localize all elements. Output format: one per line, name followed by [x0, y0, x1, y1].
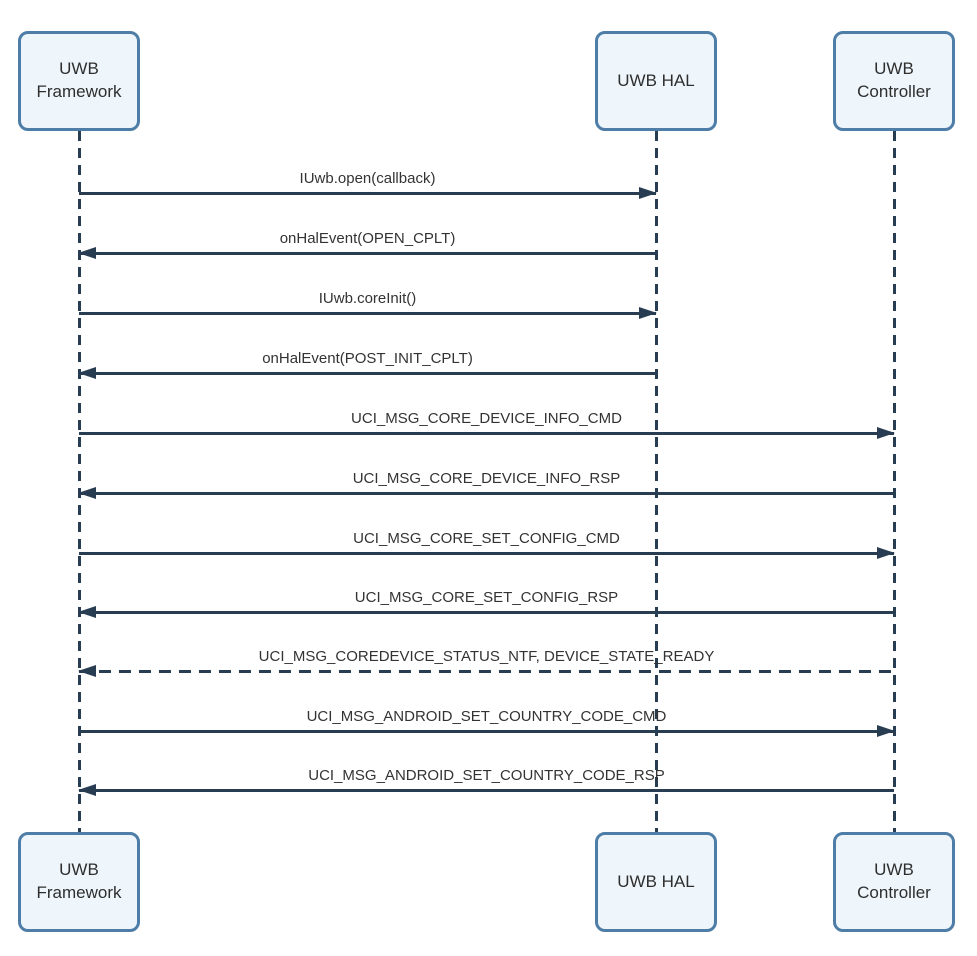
arrowhead-left-icon — [78, 367, 96, 379]
arrowhead-left-icon — [78, 606, 96, 618]
actor-box-bottom-uwb-hal: UWB HAL — [595, 832, 717, 932]
actor-box-bottom-uwb-controller: UWB Controller — [833, 832, 955, 932]
message-label: UCI_MSG_ANDROID_SET_COUNTRY_CODE_RSP — [308, 767, 665, 784]
message-4: onHalEvent(POST_INIT_CPLT) — [78, 350, 656, 379]
message-line — [79, 670, 894, 673]
message-line — [79, 372, 656, 375]
message-label: onHalEvent(POST_INIT_CPLT) — [262, 350, 473, 367]
message-label: UCI_MSG_CORE_SET_CONFIG_CMD — [353, 530, 620, 547]
message-line — [79, 552, 894, 555]
message-10: UCI_MSG_ANDROID_SET_COUNTRY_CODE_CMD — [79, 708, 895, 737]
actor-box-bottom-uwb-framework: UWB Framework — [18, 832, 140, 932]
message-5: UCI_MSG_CORE_DEVICE_INFO_CMD — [79, 410, 895, 439]
message-line — [79, 192, 656, 195]
message-line — [79, 432, 894, 435]
actor-label: UWB HAL — [617, 70, 695, 90]
message-7: UCI_MSG_CORE_SET_CONFIG_CMD — [79, 530, 895, 559]
message-2: onHalEvent(OPEN_CPLT) — [78, 230, 656, 259]
message-line — [79, 730, 894, 733]
message-line — [79, 789, 894, 792]
arrowhead-right-icon — [877, 725, 895, 737]
message-9: UCI_MSG_COREDEVICE_STATUS_NTF, DEVICE_ST… — [78, 648, 894, 677]
arrowhead-left-icon — [78, 487, 96, 499]
arrowhead-right-icon — [877, 427, 895, 439]
actor-box-top-uwb-framework: UWB Framework — [18, 31, 140, 131]
arrowhead-right-icon — [639, 307, 657, 319]
message-8: UCI_MSG_CORE_SET_CONFIG_RSP — [78, 589, 894, 618]
actor-label: UWB Framework — [36, 59, 122, 101]
arrowhead-right-icon — [877, 547, 895, 559]
message-label: IUwb.coreInit() — [318, 290, 417, 307]
actor-label: UWB Controller — [857, 59, 931, 101]
message-label: UCI_MSG_CORE_SET_CONFIG_RSP — [354, 589, 619, 606]
message-label: UCI_MSG_ANDROID_SET_COUNTRY_CODE_CMD — [306, 708, 667, 725]
arrowhead-right-icon — [639, 187, 657, 199]
arrowhead-left-icon — [78, 784, 96, 796]
lifeline-uwb-hal — [654, 131, 658, 832]
message-label: UCI_MSG_CORE_DEVICE_INFO_CMD — [351, 410, 622, 427]
lifeline-uwb-framework — [77, 131, 81, 832]
message-line — [79, 252, 656, 255]
message-line — [79, 312, 656, 315]
message-3: IUwb.coreInit() — [79, 290, 657, 319]
actor-label: UWB Framework — [36, 860, 122, 902]
arrowhead-left-icon — [78, 247, 96, 259]
message-label: UCI_MSG_CORE_DEVICE_INFO_RSP — [352, 470, 621, 487]
message-6: UCI_MSG_CORE_DEVICE_INFO_RSP — [78, 470, 894, 499]
lifeline-uwb-controller — [892, 131, 896, 832]
message-label: IUwb.open(callback) — [299, 170, 436, 187]
arrowhead-left-icon — [78, 665, 96, 677]
message-line — [79, 611, 894, 614]
actor-box-top-uwb-hal: UWB HAL — [595, 31, 717, 131]
actor-box-top-uwb-controller: UWB Controller — [833, 31, 955, 131]
message-label: UCI_MSG_COREDEVICE_STATUS_NTF, DEVICE_ST… — [258, 648, 715, 665]
actor-label: UWB Controller — [857, 860, 931, 902]
message-line — [79, 492, 894, 495]
message-11: UCI_MSG_ANDROID_SET_COUNTRY_CODE_RSP — [78, 767, 894, 796]
actor-label: UWB HAL — [617, 871, 695, 891]
message-1: IUwb.open(callback) — [79, 170, 657, 199]
message-label: onHalEvent(OPEN_CPLT) — [279, 230, 456, 247]
